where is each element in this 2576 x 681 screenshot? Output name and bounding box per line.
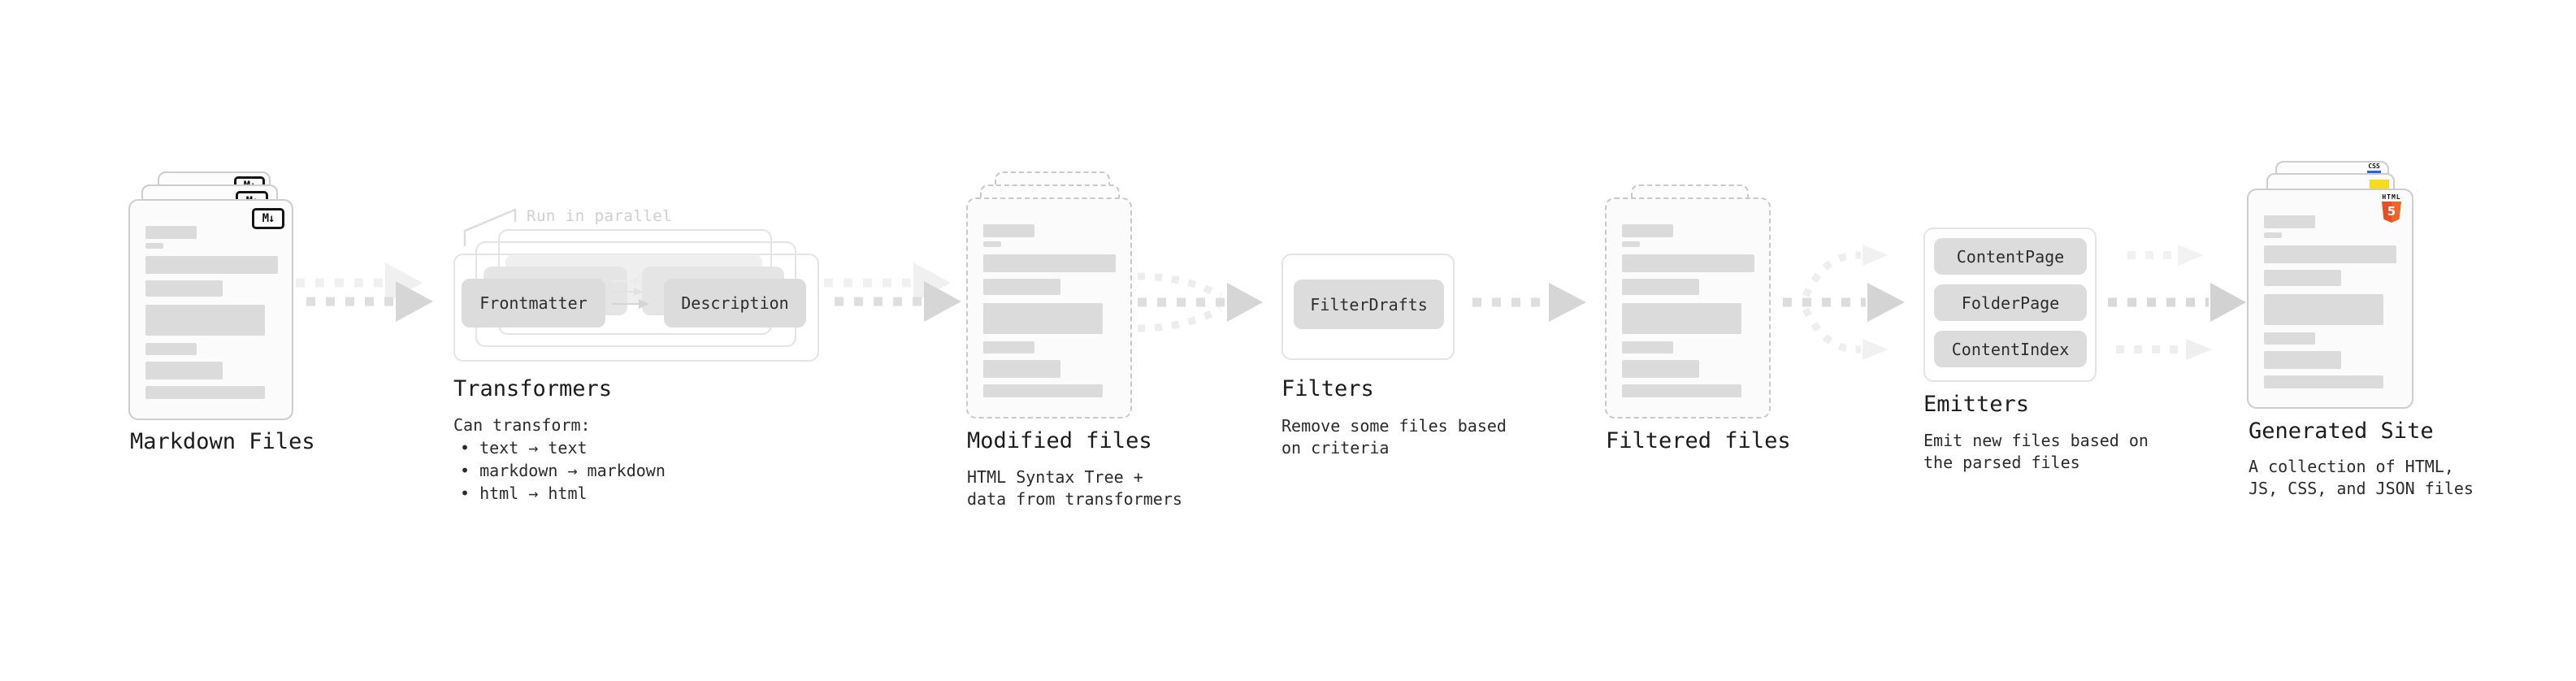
flow-arrow-icon [824, 262, 961, 322]
doc-text-bar [2264, 375, 2383, 388]
doc-text-bar [145, 243, 163, 249]
transform-step-arrows-icon [612, 277, 649, 309]
annotation-connector-line [463, 208, 517, 246]
doc-text-bar [1622, 254, 1754, 272]
doc-text-bar [2264, 245, 2396, 263]
description-line: A collection of HTML, [2249, 457, 2454, 476]
html-file-card: HTML 5 [2247, 189, 2413, 409]
doc-text-bar [2264, 294, 2383, 325]
doc-text-bar [1622, 384, 1741, 397]
parallel-arrows-icon [2108, 245, 2246, 360]
description-line: HTML Syntax Tree + [967, 467, 1143, 487]
filters-label: Filters [1281, 376, 1374, 401]
doc-text-bar [983, 384, 1103, 397]
doc-text-bar [145, 226, 197, 239]
run-in-parallel-annotation: Run in parallel [527, 207, 673, 225]
doc-text-bar [983, 360, 1060, 378]
contentpage-pill: ContentPage [1934, 238, 2087, 275]
emitters-label: Emitters [1923, 392, 2030, 417]
description-line: Remove some files based [1281, 416, 1507, 436]
markdown-files-label: Markdown Files [130, 429, 315, 454]
description-line: Emit new files based on [1923, 431, 2149, 450]
flow-arrow-icon [1472, 283, 1586, 322]
description-line: JS, CSS, and JSON files [2249, 479, 2474, 498]
doc-text-bar [1622, 241, 1640, 247]
filterdrafts-pill: FilterDrafts [1294, 280, 1444, 329]
transformers-label: Transformers [453, 376, 613, 401]
filters-box [1281, 254, 1455, 360]
flow-arrow-icon [296, 262, 433, 322]
doc-text-bar [983, 224, 1034, 237]
doc-text-bar [1622, 303, 1741, 334]
doc-text-bar [2264, 351, 2341, 369]
doc-text-bar [983, 341, 1034, 354]
generated-site-description: A collection of HTML, JS, CSS, and JSON … [2249, 456, 2474, 500]
description-pill: Description [664, 279, 806, 327]
transformers-bullet-list: • text → text • markdown → markdown • ht… [460, 436, 666, 505]
emitters-description: Emit new files based on the parsed files [1923, 430, 2149, 474]
doc-text-bar [1622, 279, 1699, 295]
description-line: data from transformers [967, 489, 1182, 509]
bullet-item: • html → html [460, 484, 588, 503]
doc-text-bar [983, 303, 1103, 334]
doc-text-bar [145, 362, 223, 380]
emitters-box [1923, 228, 2097, 382]
filters-description: Remove some files based on criteria [1281, 415, 1507, 459]
fanout-arrow-icon [1783, 245, 1905, 360]
filtered-file-card [1605, 197, 1771, 419]
css-icon: CSS [2367, 163, 2381, 173]
doc-text-bar [1622, 341, 1673, 354]
javascript-icon [2370, 180, 2389, 189]
description-line: on criteria [1281, 438, 1390, 458]
description-line: the parsed files [1923, 453, 2080, 472]
doc-text-bar [145, 280, 223, 297]
contentindex-pill: ContentIndex [1934, 331, 2087, 367]
html5-icon: HTML 5 [2379, 193, 2404, 223]
transformers-description: Can transform: [453, 415, 591, 435]
doc-text-bar [2264, 332, 2315, 345]
modified-file-card [966, 197, 1132, 419]
doc-text-bar [145, 386, 265, 399]
doc-text-bar [1622, 224, 1673, 237]
bullet-item: • markdown → markdown [460, 461, 666, 480]
doc-text-bar [145, 256, 278, 274]
doc-text-bar [145, 305, 265, 336]
markdown-icon: M↓ [252, 208, 284, 229]
bullet-item: • text → text [460, 438, 588, 458]
doc-text-bar [983, 254, 1116, 272]
doc-text-bar [1622, 360, 1699, 378]
doc-text-bar [2264, 215, 2315, 228]
generated-site-label: Generated Site [2249, 419, 2434, 444]
filtered-files-label: Filtered files [1606, 428, 1791, 453]
doc-text-bar [145, 343, 197, 355]
doc-text-bar [983, 241, 1001, 247]
doc-text-bar [2264, 232, 2282, 238]
merge-arrow-icon [1137, 272, 1263, 332]
frontmatter-pill: Frontmatter [462, 279, 605, 327]
doc-text-bar [983, 279, 1060, 295]
doc-text-bar [2264, 270, 2341, 286]
markdown-file-card: M↓ [128, 199, 293, 420]
folderpage-pill: FolderPage [1934, 284, 2087, 321]
modified-files-label: Modified files [967, 428, 1152, 453]
modified-files-description: HTML Syntax Tree + data from transformer… [967, 466, 1182, 510]
